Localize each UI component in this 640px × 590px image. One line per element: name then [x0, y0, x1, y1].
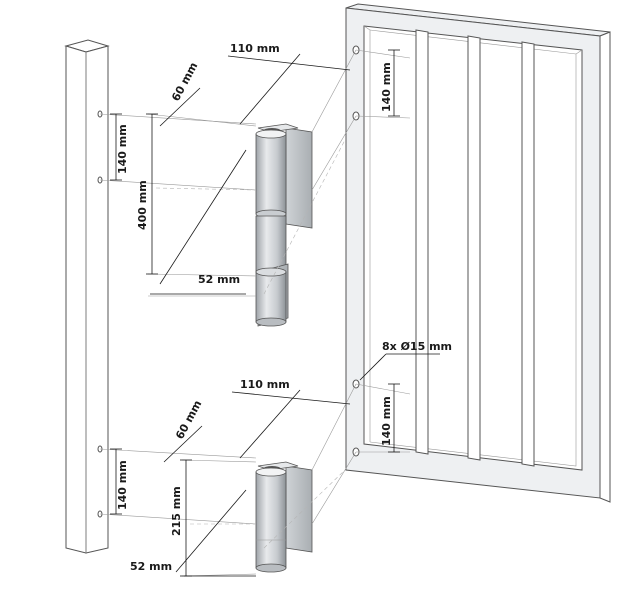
bottom-offset-label: 60 mm — [173, 398, 204, 441]
bottom-hinge — [255, 461, 313, 573]
top-gate-spacing-label: 140 mm — [380, 62, 393, 112]
bottom-width-label: 110 mm — [240, 378, 290, 391]
bottom-height-label: 215 mm — [170, 486, 183, 536]
top-height-label: 400 mm — [136, 180, 149, 230]
top-post-spacing-label: 140 mm — [116, 124, 129, 174]
fence-post — [64, 39, 110, 554]
top-width-label: 110 mm — [230, 42, 280, 55]
top-depth-label: 52 mm — [198, 273, 240, 286]
dimension-lines — [110, 49, 440, 577]
top-hinge — [255, 123, 313, 327]
bottom-post-spacing-label: 140 mm — [116, 460, 129, 510]
top-offset-label: 60 mm — [169, 60, 200, 103]
bottom-gate-spacing-label: 140 mm — [380, 396, 393, 446]
gate-panel — [345, 3, 611, 503]
gate-bars — [415, 29, 535, 467]
bottom-depth-label: 52 mm — [130, 560, 172, 573]
holes-label: 8x Ø15 mm — [382, 340, 452, 353]
